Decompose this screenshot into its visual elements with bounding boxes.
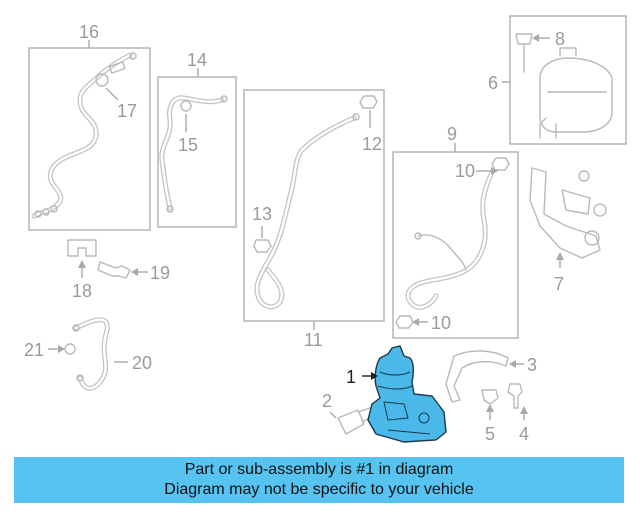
callout-13: 13: [252, 204, 272, 224]
parts-diagram: 16 17 14 15 11 12 13: [24, 15, 627, 444]
part-3: 3: [445, 350, 537, 403]
part-20-21: 20 21: [24, 317, 152, 391]
callout-15: 15: [178, 135, 198, 155]
callout-12: 12: [362, 134, 382, 154]
banner-line-2: Diagram may not be specific to your vehi…: [164, 481, 474, 498]
callout-4: 4: [519, 424, 529, 444]
part-group-6: 6 8: [488, 15, 627, 145]
callout-2: 2: [322, 391, 332, 411]
callout-10-bottom: 10: [431, 313, 451, 333]
callout-20: 20: [132, 353, 152, 373]
callout-9: 9: [447, 124, 457, 144]
part-2: 2: [322, 391, 375, 435]
callout-6: 6: [488, 73, 498, 93]
callout-1: 1: [346, 367, 356, 387]
callout-3: 3: [527, 355, 537, 375]
callout-7: 7: [554, 274, 564, 294]
part-18-19: 18 19: [67, 239, 170, 301]
callout-5: 5: [485, 424, 495, 444]
part-group-9: 9 10 10: [392, 124, 519, 339]
part-group-11: 11 12 13: [243, 89, 385, 350]
callout-19: 19: [150, 263, 170, 283]
callout-11: 11: [304, 330, 323, 350]
callout-21: 21: [24, 340, 44, 360]
part-group-16: 16 17: [28, 22, 151, 231]
info-banner: Part or sub-assembly is #1 in diagram Di…: [14, 457, 624, 503]
part-group-14: 14 15: [157, 50, 237, 228]
part-1-highlighted: 1: [346, 345, 447, 443]
part-4-5: 5 4: [481, 383, 529, 444]
part-7: 7: [529, 167, 607, 294]
callout-17: 17: [117, 101, 137, 121]
callout-10-top: 10: [455, 161, 475, 181]
callout-14: 14: [187, 50, 207, 70]
callout-8: 8: [555, 29, 565, 49]
callout-18: 18: [72, 281, 92, 301]
pump-assembly: [367, 345, 447, 443]
banner-line-1: Part or sub-assembly is #1 in diagram: [184, 461, 454, 478]
callout-16: 16: [79, 22, 99, 42]
